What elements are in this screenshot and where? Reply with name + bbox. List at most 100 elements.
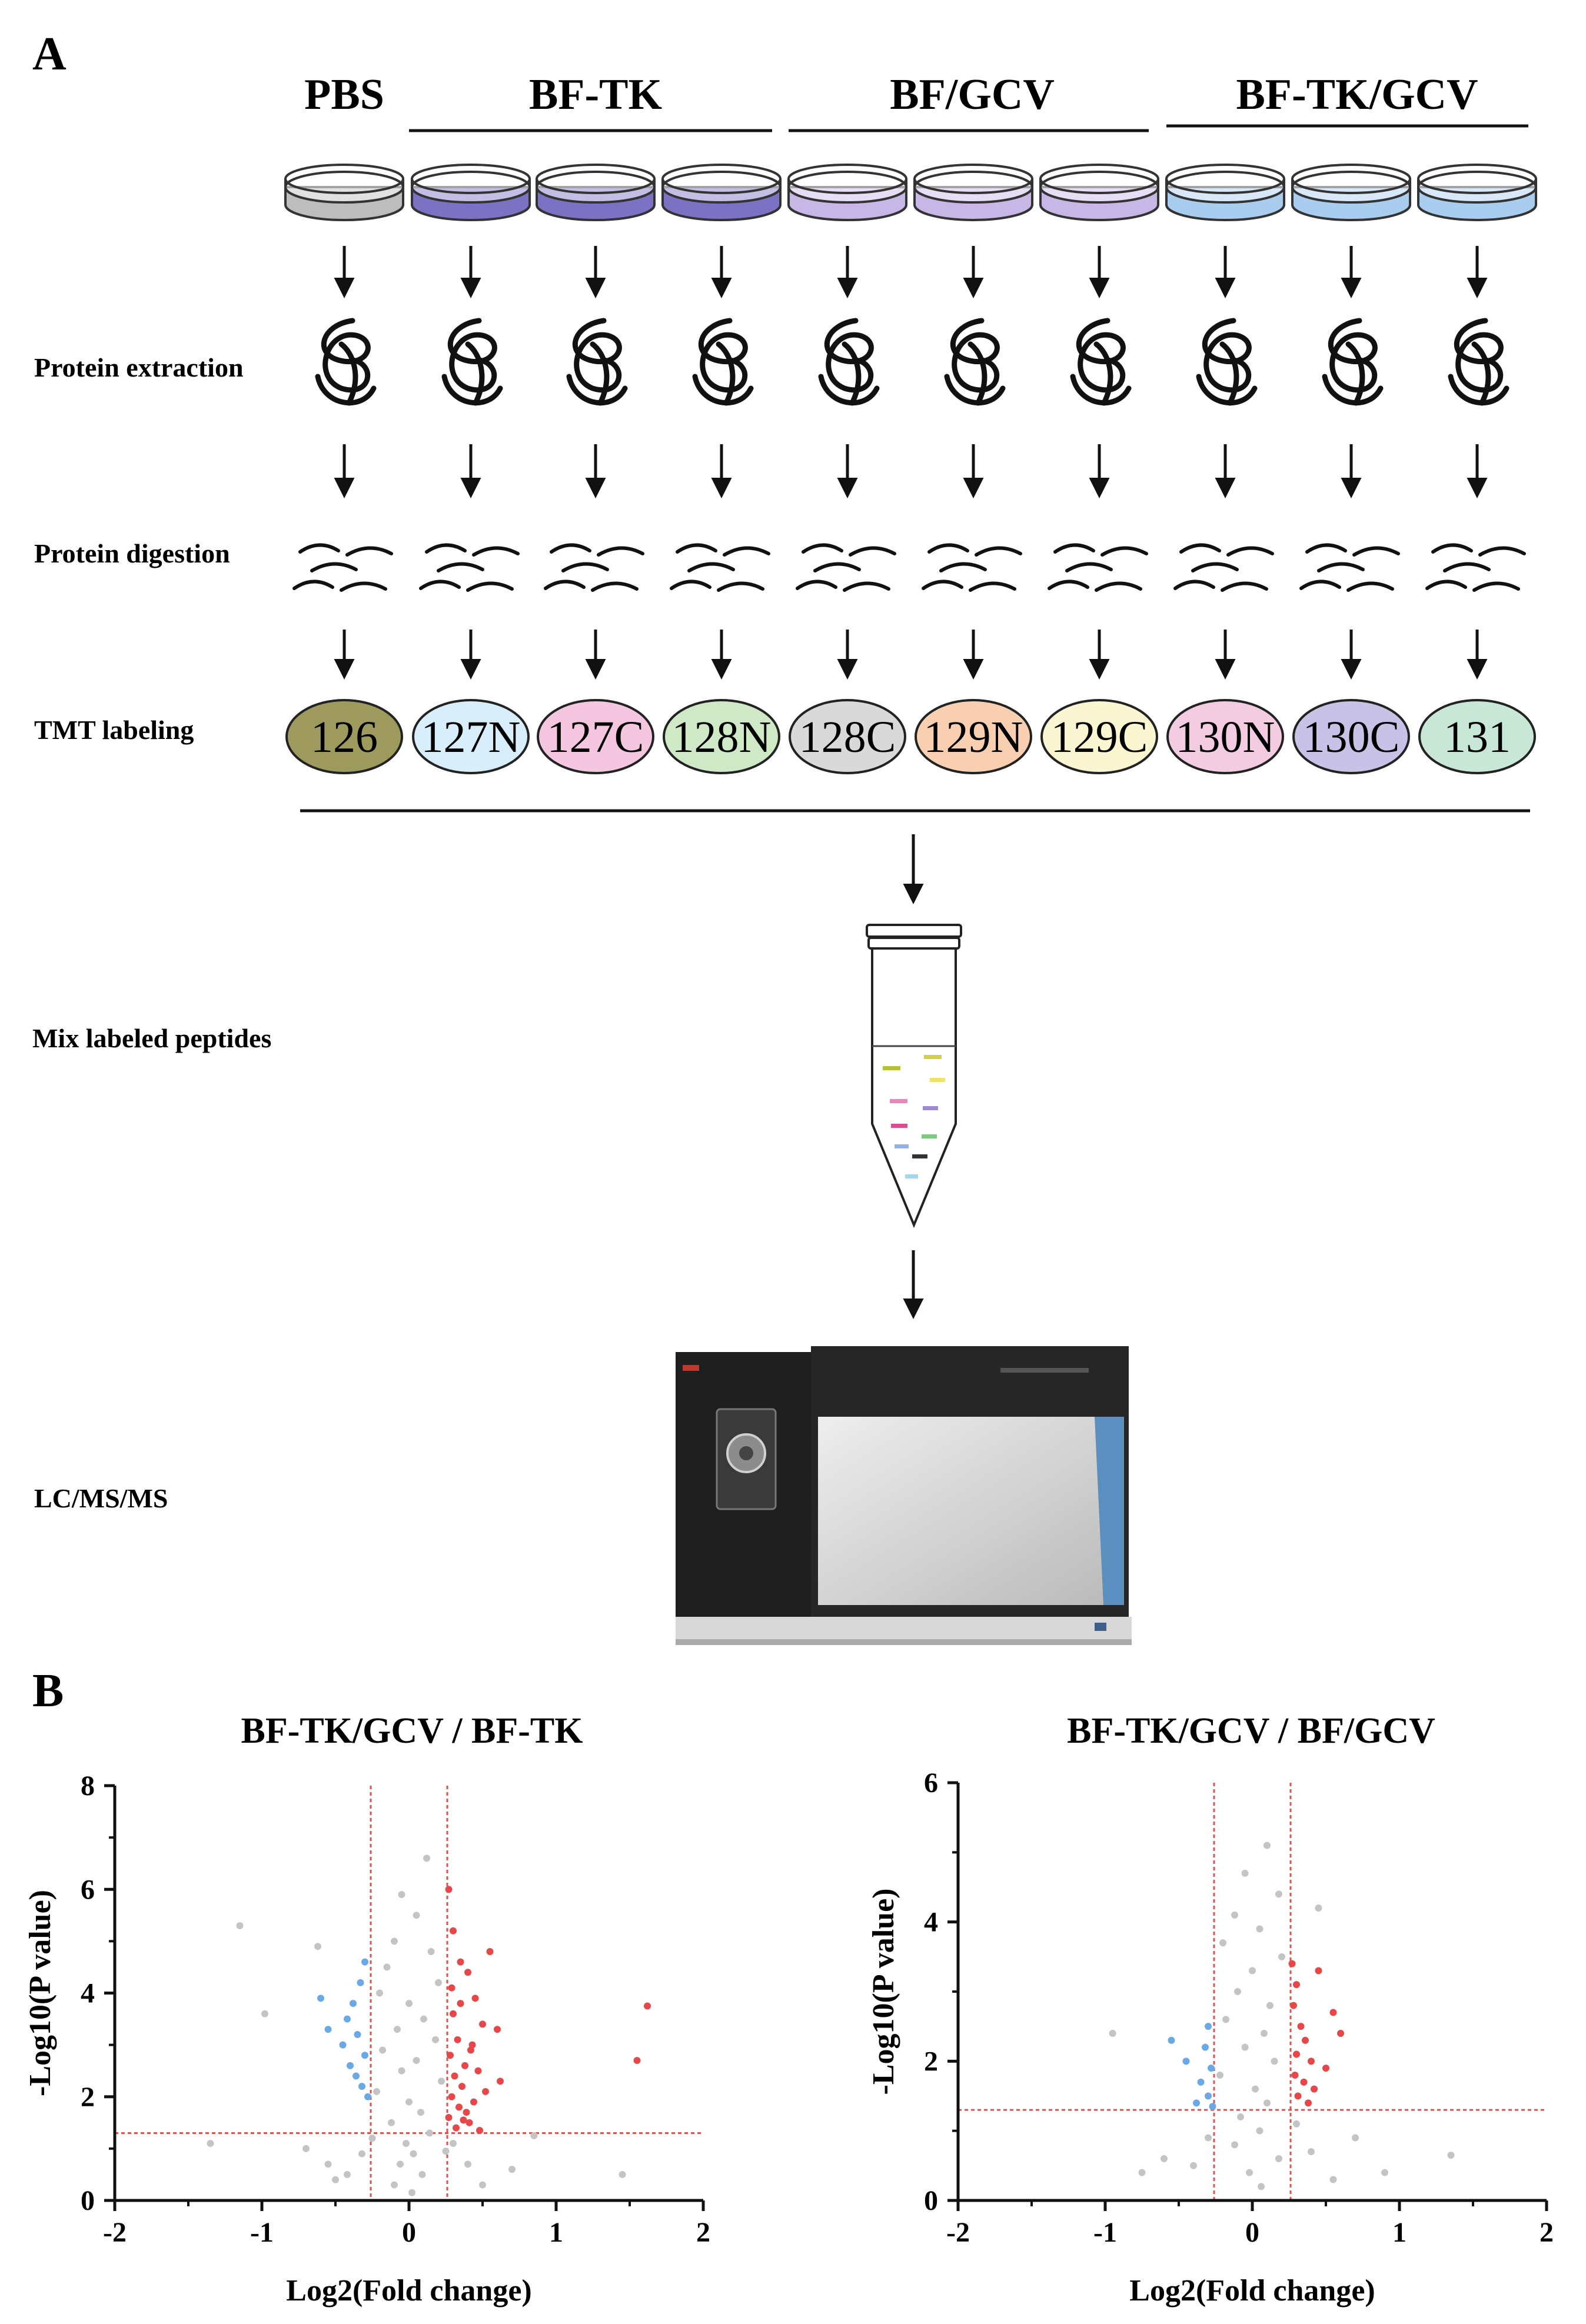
tmt-tag-label: 129N [924, 712, 1023, 762]
data-point-ns [1161, 2155, 1168, 2162]
data-point-ns [1352, 2134, 1359, 2142]
data-point-ns [261, 2010, 268, 2017]
data-point-ns [302, 2145, 310, 2152]
data-point-down [1208, 2065, 1215, 2072]
data-point-up [1337, 2030, 1344, 2037]
data-point-up [1297, 2023, 1305, 2030]
tmt-tag: 126 [285, 699, 403, 774]
sample-column: 129C [1039, 164, 1159, 774]
group-headers: PBS BF-TK BF/GCV BF-TK/GCV [304, 71, 1528, 132]
data-point-ns [413, 2057, 420, 2065]
data-point-ns [368, 2135, 376, 2142]
protein-coil-icon [315, 318, 377, 406]
x-tick-label: 1 [549, 2217, 563, 2248]
data-point-ns [417, 2109, 424, 2116]
tmt-tag: 128N [663, 699, 780, 774]
petri-dish-icon [787, 164, 907, 221]
data-point-up [448, 1984, 455, 1992]
data-point-ns [403, 2140, 410, 2147]
tmt-tag: 128C [789, 699, 906, 774]
tmt-tag-label: 126 [311, 712, 378, 762]
tmt-tag-label: 130N [1176, 712, 1275, 762]
sample-column: 130N [1165, 164, 1285, 774]
data-point-up [1322, 2065, 1329, 2072]
y-tick-label: 4 [924, 1907, 938, 1938]
sample-column: 126 [284, 164, 404, 774]
protein-coil-icon [1322, 318, 1384, 406]
data-point-ns [1219, 1939, 1226, 1947]
data-point-ns [1216, 2072, 1223, 2079]
tmt-tag-label: 127C [547, 712, 644, 762]
data-point-ns [530, 2132, 538, 2139]
data-point-down [1168, 2036, 1175, 2044]
data-point-up [461, 2062, 468, 2069]
data-point-down [361, 2052, 368, 2059]
petri-dish-icon [284, 164, 404, 221]
data-point-up [633, 2057, 641, 2065]
y-tick-label: 0 [924, 2185, 938, 2216]
data-point-down [1205, 2023, 1212, 2030]
data-point-up [497, 2077, 504, 2085]
peptide-fragments-icon [1048, 543, 1148, 592]
data-point-ns [332, 2176, 339, 2183]
x-tick-label: 2 [1540, 2217, 1554, 2248]
data-point-ns [383, 1963, 391, 1971]
protein-coil-icon [1070, 318, 1132, 406]
data-point-ns [1381, 2169, 1388, 2176]
data-point-up [1302, 2036, 1309, 2044]
data-point-ns [236, 1922, 244, 1929]
data-point-ns [1234, 1988, 1241, 1995]
data-point-ns [427, 1948, 435, 1955]
peptide-fragments-icon [1425, 543, 1526, 592]
data-point-up [453, 2124, 460, 2132]
petri-dish-icon [1039, 164, 1159, 221]
protein-coil-icon [566, 318, 628, 406]
data-point-down [1197, 2078, 1205, 2086]
peptide-fragments-icon [796, 543, 896, 592]
data-point-ns [1246, 2169, 1253, 2176]
data-point-up [468, 2041, 476, 2049]
protein-coil-icon [1196, 318, 1258, 406]
petri-dish-icon [411, 164, 531, 221]
protein-coil-icon [1448, 318, 1509, 406]
sample-column: 128N [661, 164, 782, 774]
data-point-down [354, 2031, 361, 2038]
data-point-ns [1308, 2148, 1315, 2156]
chart-title: BF-TK/GCV / BF/GCV [1067, 1711, 1435, 1751]
data-point-ns [418, 2170, 426, 2178]
data-point-ns [1261, 2030, 1268, 2037]
data-point-ns [1252, 2085, 1259, 2093]
data-point-ns [435, 1979, 442, 1986]
sample-column: 127C [536, 164, 656, 774]
x-tick-label: 0 [402, 2217, 416, 2248]
data-point-ns [1315, 1905, 1322, 1912]
data-point-up [463, 2109, 470, 2116]
x-tick-label: -2 [103, 2217, 127, 2248]
data-point-up [1300, 2078, 1308, 2086]
data-point-ns [405, 2000, 413, 2007]
y-tick-label: 6 [924, 1767, 938, 1799]
data-point-ns [442, 2147, 450, 2155]
data-point-ns [358, 2150, 365, 2157]
tmt-tag: 130C [1292, 699, 1410, 774]
data-point-ns [450, 2140, 457, 2147]
data-point-up [457, 1958, 464, 1966]
data-point-ns [426, 2129, 433, 2137]
data-point-down [1205, 2092, 1212, 2100]
data-point-ns [1205, 2134, 1212, 2142]
sample-column: 128C [787, 164, 907, 774]
data-point-ns [619, 2170, 626, 2178]
data-point-ns [1275, 1890, 1282, 1898]
petri-dish-icon [913, 164, 1033, 221]
data-point-ns [373, 2087, 380, 2095]
data-point-up [486, 1948, 494, 1955]
sample-column: 129N [913, 164, 1033, 774]
data-point-up [445, 2114, 453, 2121]
data-point-ns [423, 1854, 430, 1862]
data-point-down [361, 1958, 368, 1966]
x-axis-label: Log2(Fold change) [1129, 2274, 1375, 2308]
peptide-fragments-icon [544, 543, 644, 592]
petri-dish-icon [536, 164, 656, 221]
data-point-ns [1109, 2030, 1116, 2037]
